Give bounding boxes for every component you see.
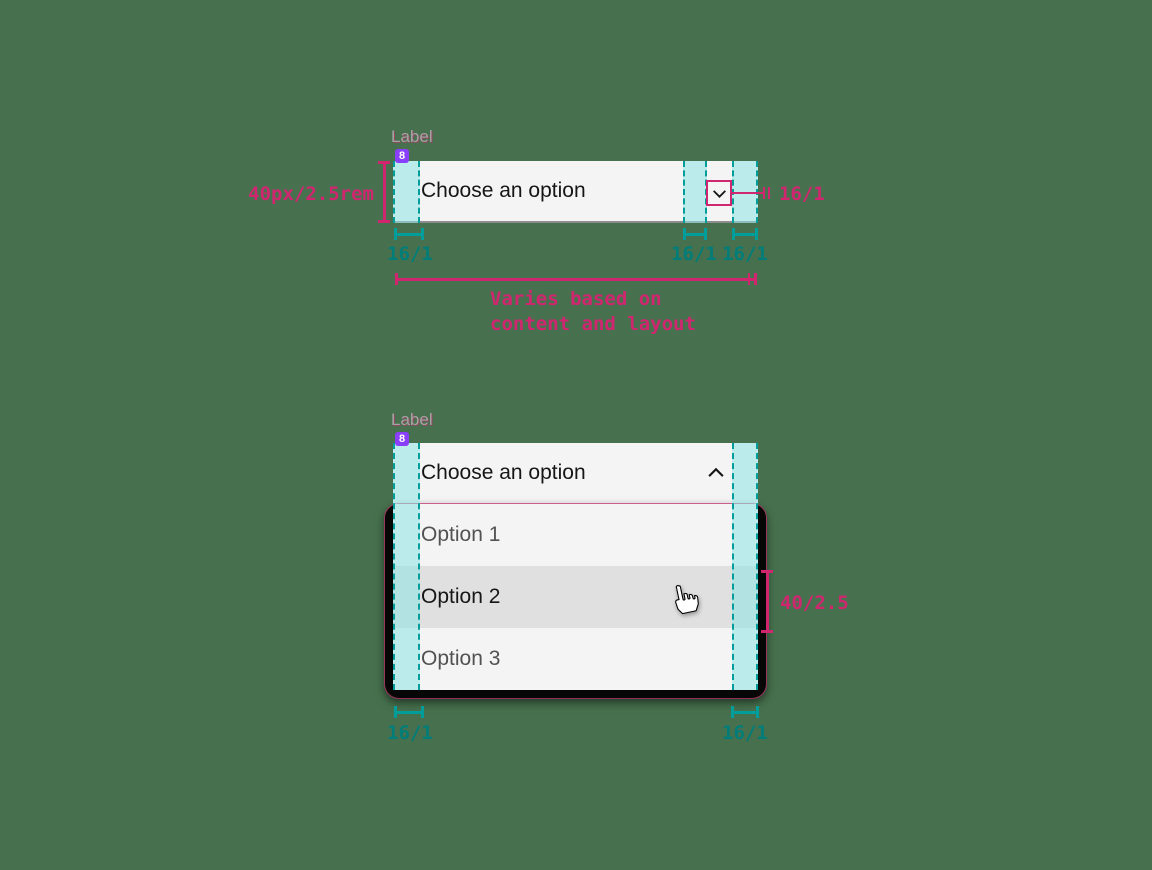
spacing-token-badge: 8	[395, 149, 409, 163]
spacing-token-badge: 8	[395, 432, 409, 446]
right-padding-annotation: 16/1	[722, 722, 768, 744]
left-padding-measure	[394, 228, 424, 240]
chevron-down-icon[interactable]	[711, 185, 728, 202]
right-padding-measure	[732, 228, 758, 240]
left-padding-highlight	[393, 161, 420, 223]
callout-line	[732, 192, 763, 194]
field-label: Label	[391, 410, 433, 429]
left-padding-annotation: 16/1	[387, 243, 433, 265]
callout-end-tick	[768, 187, 770, 199]
icon-size-annotation: 16/1	[779, 183, 825, 205]
field-height-measure	[378, 161, 390, 223]
hand-cursor-icon	[668, 582, 700, 616]
icon-margin-annotation: 16/1	[671, 243, 717, 265]
field-height-annotation: 40px/2.5rem	[248, 183, 374, 205]
right-padding-measure	[731, 706, 759, 718]
icon-margin-measure	[683, 228, 707, 240]
dropdown-value: Choose an option	[421, 461, 586, 484]
row-height-annotation: 40/2.5	[780, 592, 849, 614]
field-width-measure	[395, 273, 757, 285]
width-note-line1: Varies based on	[490, 288, 662, 310]
row-height-measure	[761, 570, 773, 633]
left-padding-measure	[394, 706, 424, 718]
left-padding-annotation: 16/1	[387, 722, 433, 744]
field-label: Label	[391, 127, 433, 146]
chevron-up-icon[interactable]	[706, 463, 726, 483]
width-measure-tick	[748, 273, 750, 285]
callout-end-tick	[763, 187, 765, 199]
right-padding-highlight	[732, 443, 758, 690]
dropdown-field-open[interactable]: Choose an option	[393, 443, 758, 504]
icon-size-callout-box	[706, 180, 732, 206]
icon-margin-highlight	[683, 161, 707, 223]
option-label: Option 2	[421, 585, 501, 608]
option-label: Option 1	[421, 523, 501, 546]
menu-option-2-hovered[interactable]: Option 2	[393, 566, 758, 628]
width-note-line2: content and layout	[490, 313, 696, 335]
menu-option-3[interactable]: Option 3	[393, 628, 758, 690]
menu-option-1[interactable]: Option 1	[393, 504, 758, 566]
dropdown-value: Choose an option	[421, 179, 586, 202]
option-label: Option 3	[421, 647, 501, 670]
left-padding-highlight	[393, 443, 420, 690]
right-padding-annotation: 16/1	[722, 243, 768, 265]
